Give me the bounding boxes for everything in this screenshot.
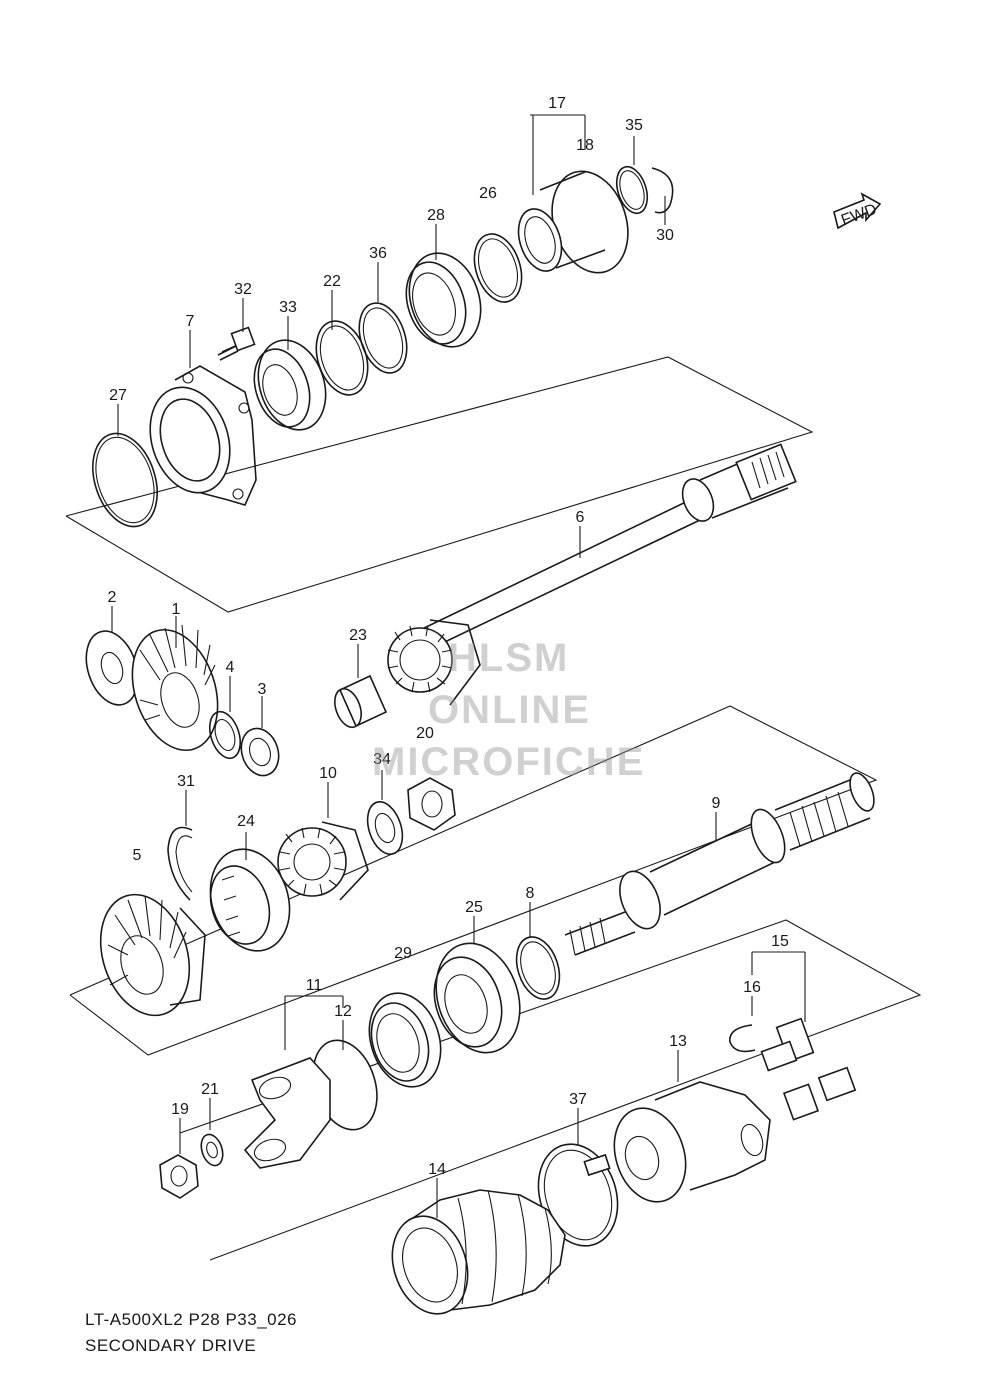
callout-26: 26 bbox=[479, 185, 497, 202]
callout-37: 37 bbox=[569, 1091, 587, 1108]
part-25-bearing bbox=[433, 942, 521, 1054]
part-31-clip bbox=[167, 826, 193, 901]
callout-35: 35 bbox=[625, 117, 643, 134]
part-23-bushing bbox=[334, 674, 388, 729]
callout-3: 3 bbox=[258, 681, 267, 698]
part-16-clip bbox=[729, 1024, 756, 1053]
part-18-sleeve bbox=[517, 170, 629, 274]
part-5-bevel-gear bbox=[99, 893, 206, 1017]
part-24-needle-bearing bbox=[209, 848, 291, 952]
model-code-caption: LT-A500XL2 P28 P33_026 bbox=[85, 1310, 298, 1329]
callout-29: 29 bbox=[394, 945, 412, 962]
callout-32: 32 bbox=[234, 281, 252, 298]
part-7-bearing-housing bbox=[149, 365, 257, 506]
part-33-bearing bbox=[253, 339, 327, 431]
part-32-bolt bbox=[217, 326, 256, 361]
callout-21: 21 bbox=[201, 1081, 219, 1098]
callout-10: 10 bbox=[319, 765, 337, 782]
callout-30: 30 bbox=[656, 227, 674, 244]
callout-31: 31 bbox=[177, 773, 195, 790]
part-10-gear bbox=[277, 821, 369, 901]
part-20-gear bbox=[387, 619, 481, 706]
part-1-bevel-gear bbox=[131, 624, 219, 752]
part-12-yoke bbox=[243, 1039, 378, 1169]
callout-15: 15 bbox=[771, 933, 789, 950]
callout-11: 11 bbox=[306, 977, 323, 994]
part-19-nut bbox=[159, 1154, 199, 1199]
part-8-ring bbox=[515, 936, 561, 1000]
part-34-washer bbox=[366, 801, 404, 855]
part-6-shaft bbox=[419, 443, 797, 651]
part-nut bbox=[407, 777, 456, 831]
callout-27: 27 bbox=[109, 387, 127, 404]
part-35-ring bbox=[615, 165, 649, 215]
callout-9: 9 bbox=[712, 795, 721, 812]
part-21-washer bbox=[200, 1133, 224, 1167]
part-29-oil-seal bbox=[368, 992, 442, 1088]
watermark-line-1: HLSM bbox=[448, 636, 570, 680]
callout-23: 23 bbox=[349, 627, 367, 644]
leader-lines bbox=[111, 114, 806, 1218]
callout-24: 24 bbox=[237, 813, 255, 830]
fwd-label: FWD bbox=[839, 201, 879, 229]
watermark-line-2: ONLINE bbox=[428, 688, 592, 732]
callout-5: 5 bbox=[133, 847, 142, 864]
callout-20: 20 bbox=[416, 725, 434, 742]
part-15-universal-joint bbox=[760, 1017, 857, 1121]
callout-36: 36 bbox=[369, 245, 387, 262]
group-outline-middle bbox=[69, 705, 878, 1056]
callout-16: 16 bbox=[743, 979, 761, 996]
callout-28: 28 bbox=[427, 207, 445, 224]
part-28-oil-seal bbox=[405, 252, 482, 348]
callout-19: 19 bbox=[171, 1101, 189, 1118]
callout-4: 4 bbox=[226, 659, 235, 676]
part-36-circlip bbox=[358, 302, 408, 374]
callout-8: 8 bbox=[526, 885, 535, 902]
callout-34: 34 bbox=[373, 751, 391, 768]
group-outline-upper bbox=[65, 356, 814, 613]
callout-1: 1 bbox=[172, 601, 181, 618]
part-14-boot bbox=[391, 1189, 566, 1315]
callout-labels: 1 2 3 4 5 6 7 8 9 10 11 12 13 14 15 16 1… bbox=[108, 95, 789, 1178]
callout-12: 12 bbox=[334, 1003, 352, 1020]
part-27-o-ring bbox=[92, 432, 158, 528]
callout-22: 22 bbox=[323, 273, 341, 290]
callout-18: 18 bbox=[576, 137, 594, 154]
part-26-ring bbox=[473, 233, 523, 303]
part-3-nut bbox=[240, 727, 280, 777]
callout-7: 7 bbox=[186, 313, 195, 330]
part-9-shaft bbox=[564, 772, 875, 956]
diagram-title: SECONDARY DRIVE bbox=[85, 1336, 257, 1355]
callout-2: 2 bbox=[108, 589, 117, 606]
callout-33: 33 bbox=[279, 299, 297, 316]
part-30-circlip bbox=[651, 167, 674, 214]
callout-6: 6 bbox=[576, 509, 585, 526]
callout-14: 14 bbox=[428, 1161, 446, 1178]
part-4-washer bbox=[208, 710, 242, 760]
callout-25: 25 bbox=[465, 899, 483, 916]
callout-13: 13 bbox=[669, 1033, 687, 1050]
watermark-line-3: MICROFICHE bbox=[372, 740, 646, 784]
callout-17: 17 bbox=[548, 95, 566, 112]
fwd-arrow-icon: FWD bbox=[833, 192, 882, 229]
part-13-yoke bbox=[613, 1081, 771, 1203]
